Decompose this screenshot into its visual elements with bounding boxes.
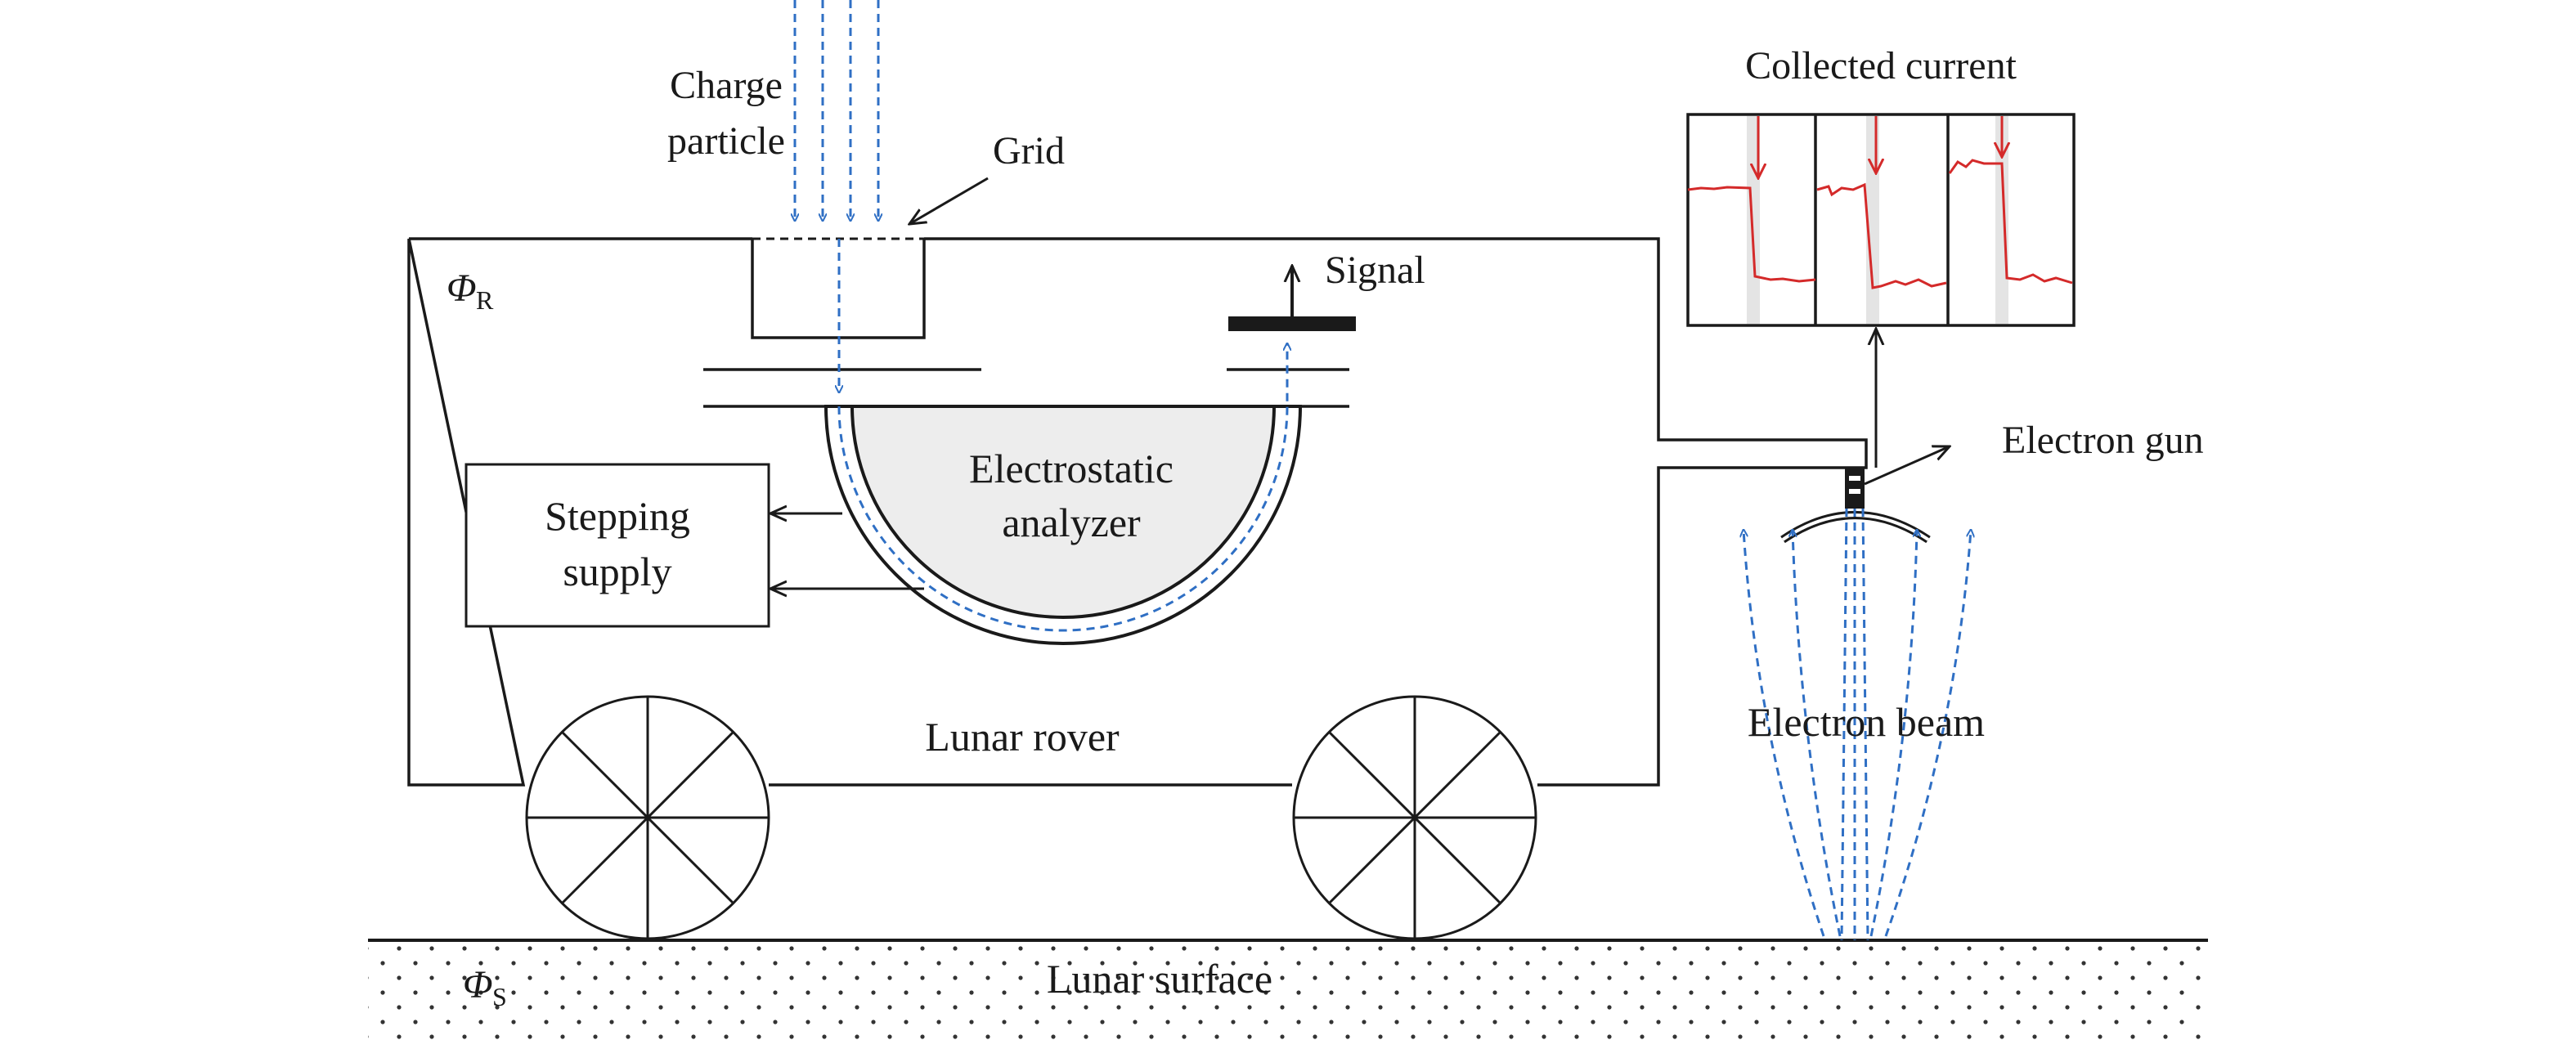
wheel-left <box>525 695 770 940</box>
lunar-surface-label: Lunar surface <box>1047 956 1272 1002</box>
stepping-supply-label-1: Stepping <box>545 493 690 539</box>
wheel-right <box>1292 695 1537 940</box>
phi-s-symbol: Φ <box>463 963 493 1006</box>
lunar-surface <box>368 939 2208 1040</box>
grid-arrow <box>909 177 989 224</box>
charge-particle-label-1: Charge <box>670 64 783 107</box>
phi-r-subscript: R <box>476 285 494 315</box>
analyzer-label-1: Electrostatic <box>969 446 1174 491</box>
detector-plate <box>1228 316 1356 331</box>
current-trace-3 <box>1948 159 2073 285</box>
current-trace-1 <box>1687 186 1816 283</box>
charge-particle-paths <box>795 0 1287 632</box>
charge-particle-label-2: particle <box>667 119 785 163</box>
collected-current-plot <box>1686 113 2076 327</box>
analyzer-label-2: analyzer <box>1002 500 1141 545</box>
electrostatic-analyzer <box>703 368 1349 645</box>
stepping-supply-box <box>464 463 770 628</box>
electron-beam <box>1744 508 1971 941</box>
electron-gun-arrow <box>1864 446 1950 486</box>
electron-gun-label: Electron gun <box>2002 419 2204 462</box>
current-trace-2 <box>1816 182 1947 289</box>
phi-s-subscript: S <box>492 982 507 1011</box>
electron-beam-label: Electron beam <box>1748 699 1985 745</box>
stepping-supply-label-2: supply <box>563 549 671 594</box>
collected-current-label: Collected current <box>1745 44 2017 87</box>
lunar-rover-label: Lunar rover <box>925 714 1120 760</box>
signal-label: Signal <box>1325 249 1425 292</box>
phi-r-symbol: Φ <box>447 267 477 310</box>
grid-label: Grid <box>993 129 1065 173</box>
